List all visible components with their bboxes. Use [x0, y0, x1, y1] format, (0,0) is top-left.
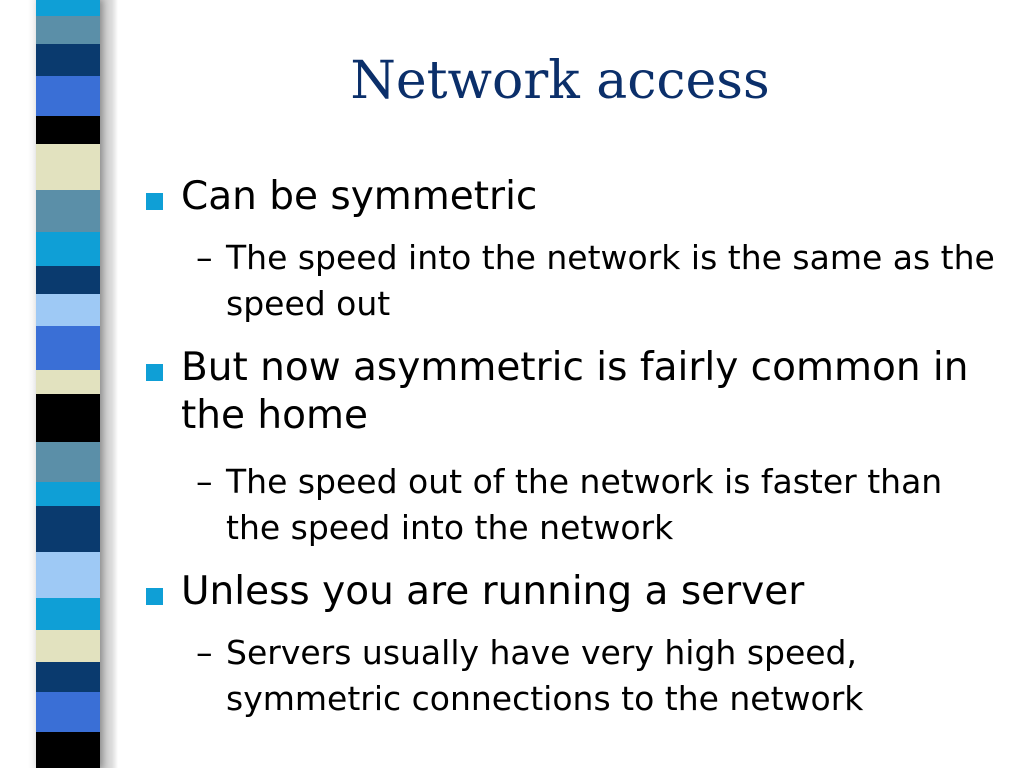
- bullet-item: But now asymmetric is fairly common in t…: [146, 344, 1006, 440]
- bullet-item: Unless you are running a server: [146, 568, 1006, 616]
- dash-bullet-icon: –: [196, 633, 213, 672]
- sub-bullet-item: – The speed out of the network is faster…: [196, 459, 1006, 551]
- sub-bullet-text: The speed into the network is the same a…: [226, 238, 995, 323]
- bullet-text: Unless you are running a server: [181, 569, 805, 614]
- decorative-stripe-bar: [36, 0, 100, 768]
- bullet-item: Can be symmetric: [146, 173, 1006, 221]
- sub-bullet-text: The speed out of the network is faster t…: [226, 462, 943, 547]
- slide-title: Network access: [350, 51, 770, 111]
- square-bullet-icon: [146, 193, 163, 210]
- sub-bullet-item: – Servers usually have very high speed, …: [196, 630, 1006, 722]
- dash-bullet-icon: –: [196, 462, 213, 501]
- dash-bullet-icon: –: [196, 238, 213, 277]
- sub-bullet-item: – The speed into the network is the same…: [196, 235, 1006, 327]
- sub-bullet-text: Servers usually have very high speed, sy…: [226, 633, 864, 718]
- square-bullet-icon: [146, 364, 163, 381]
- bullet-text: Can be symmetric: [181, 174, 538, 219]
- square-bullet-icon: [146, 588, 163, 605]
- bullet-text: But now asymmetric is fairly common in t…: [181, 345, 969, 438]
